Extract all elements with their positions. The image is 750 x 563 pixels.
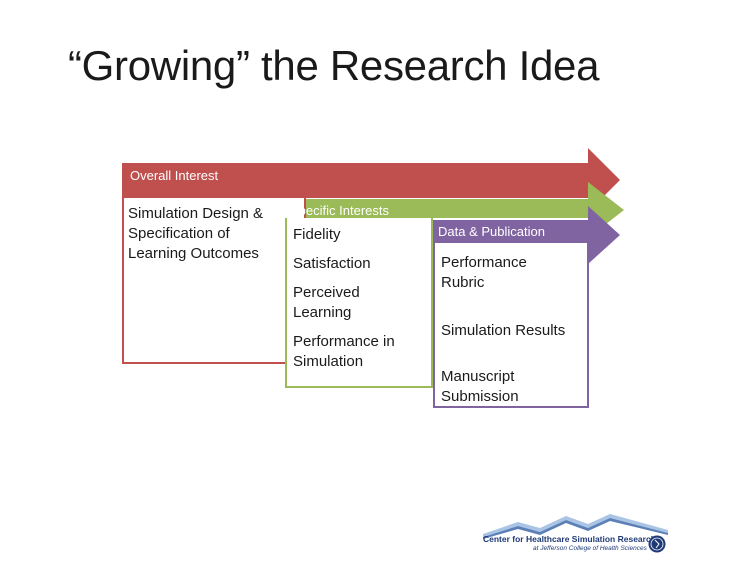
- specific-interest-item-fidelity: Fidelity: [293, 226, 341, 243]
- specific-interests-box: [285, 218, 433, 388]
- college-seal-icon: [648, 535, 666, 553]
- data-item-performance-rubric: Performance Rubric: [441, 254, 527, 291]
- overall-interest-arrow: [122, 148, 620, 212]
- data-item-simulation-results: Simulation Results: [441, 322, 566, 339]
- specific-interests-label: Specific Interests: [290, 203, 389, 218]
- slide-title: “Growing” the Research Idea: [68, 42, 600, 89]
- data-item-manuscript-submission: Manuscript Submission: [441, 368, 519, 405]
- data-publication-arrow: [433, 206, 620, 264]
- data-publication-label: Data & Publication: [438, 224, 545, 239]
- specific-interest-item-satisfaction: Satisfaction: [293, 255, 371, 272]
- data-publication-box: [433, 243, 589, 408]
- specific-interest-item-performance: Performance in Simulation: [293, 333, 395, 370]
- logo-subtitle: at Jefferson College of Health Sciences: [533, 545, 647, 552]
- overall-interest-item: Simulation Design & Specification of Lea…: [128, 205, 264, 262]
- specific-interest-item-perceived-learning: Perceived Learning: [293, 284, 360, 321]
- logo-name: Center for Healthcare Simulation Researc…: [483, 534, 656, 544]
- mountain-logo-icon: [483, 514, 668, 539]
- overall-interest-box: [122, 198, 306, 364]
- specific-interests-arrow: [285, 182, 624, 238]
- overall-interest-label: Overall Interest: [130, 168, 219, 183]
